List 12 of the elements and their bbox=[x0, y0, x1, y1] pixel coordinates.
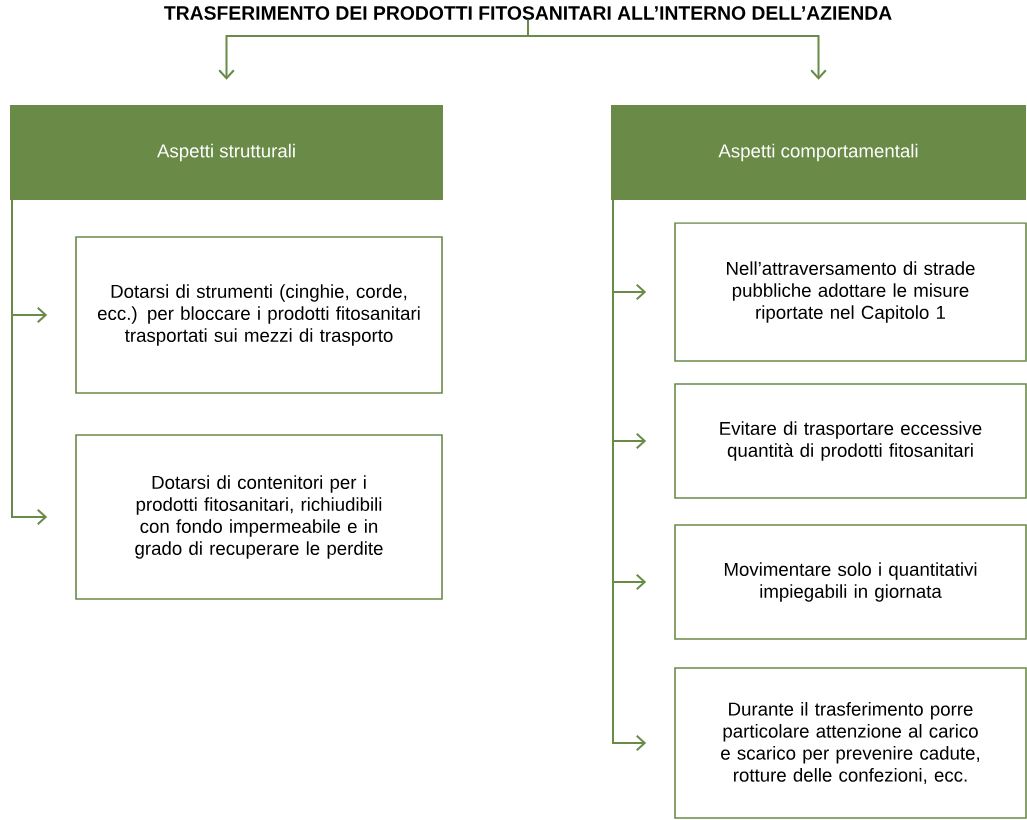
header-box: Aspetti comportamentali bbox=[611, 105, 1026, 200]
arrow bbox=[527, 19, 827, 80]
text-box: Dotarsi di strumenti (cinghie, corde, ecc.) per bloccare i prodotti fitosanitari trasportati sui mezzi di trasporto bbox=[75, 236, 443, 394]
text-box: Dotarsi di contenitori per i prodotti fitosanitari, richiudibili con fondo impermeabile e in grado di recuperare le perdite bbox=[75, 434, 443, 600]
title-text: TRASFERIMENTO DEI PRODOTTI FITOSANITARI ALL’INTERNO DELL’AZIENDA bbox=[164, 6, 892, 20]
text-box: Durante il trasferimento porre particolare attenzione al carico e scarico per prevenire cadute, rotture delle confezioni, ecc. bbox=[674, 667, 1027, 819]
arrow bbox=[612, 199, 647, 752]
text-box: Evitare di trasportare eccessive quantità di prodotti fitosanitari bbox=[674, 383, 1027, 499]
text-box: Movimentare solo i quantitativi impiegabili in giornata bbox=[674, 524, 1027, 640]
header-box: Aspetti strutturali bbox=[10, 105, 443, 200]
arrow bbox=[11, 199, 48, 526]
text-box: Nell’attraversamento di strade pubbliche adottare le misure riportate nel Capitolo 1 bbox=[674, 222, 1027, 362]
